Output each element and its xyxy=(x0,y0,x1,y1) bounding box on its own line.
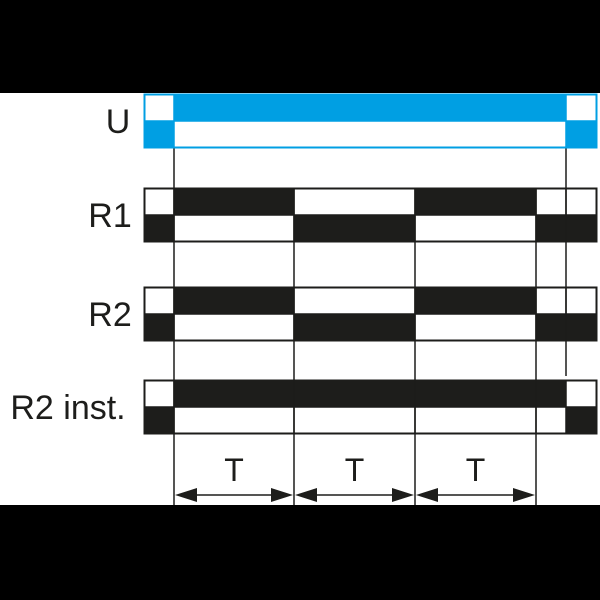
row-label: R2 xyxy=(88,296,131,334)
signal-level-low xyxy=(294,314,415,341)
arrow-left-icon xyxy=(295,488,317,502)
signal-level-low xyxy=(566,314,597,341)
signal-level-low xyxy=(566,121,597,148)
signal-row-r2-inst-: R2 inst. xyxy=(10,379,598,435)
signal-row-r1: R1 xyxy=(88,187,598,243)
signal-row-r2: R2 xyxy=(88,286,598,342)
arrow-left-icon xyxy=(175,488,197,502)
signal-level-low xyxy=(566,215,597,242)
arrow-left-icon xyxy=(416,488,438,502)
signal-level-low xyxy=(144,121,174,148)
signal-level-high xyxy=(415,380,536,407)
row-label: R2 inst. xyxy=(10,389,125,427)
row-label: R1 xyxy=(88,197,131,235)
row-label: U xyxy=(106,103,131,141)
interval-2: T xyxy=(295,452,414,502)
signal-level-low xyxy=(566,407,597,434)
signal-level-low xyxy=(536,215,566,242)
signal-level-low xyxy=(294,215,415,242)
signal-level-high xyxy=(174,380,294,407)
signal-level-low xyxy=(144,407,174,434)
signal-level-low xyxy=(536,314,566,341)
interval-1: T xyxy=(175,452,293,502)
signal-level-high xyxy=(174,94,566,121)
signal-level-high xyxy=(174,188,294,215)
signal-level-low xyxy=(144,215,174,242)
interval-label: T xyxy=(345,452,365,488)
arrow-right-icon xyxy=(392,488,414,502)
arrow-right-icon xyxy=(513,488,535,502)
signal-row-u: U xyxy=(106,93,598,149)
signal-level-high xyxy=(415,287,536,314)
signal-level-high xyxy=(536,380,566,407)
signal-level-high xyxy=(415,188,536,215)
arrow-right-icon xyxy=(271,488,293,502)
signal-level-high xyxy=(174,287,294,314)
interval-label: T xyxy=(466,452,486,488)
interval-label: T xyxy=(224,452,244,488)
signal-level-high xyxy=(294,380,415,407)
signal-level-low xyxy=(144,314,174,341)
interval-3: T xyxy=(416,452,535,502)
